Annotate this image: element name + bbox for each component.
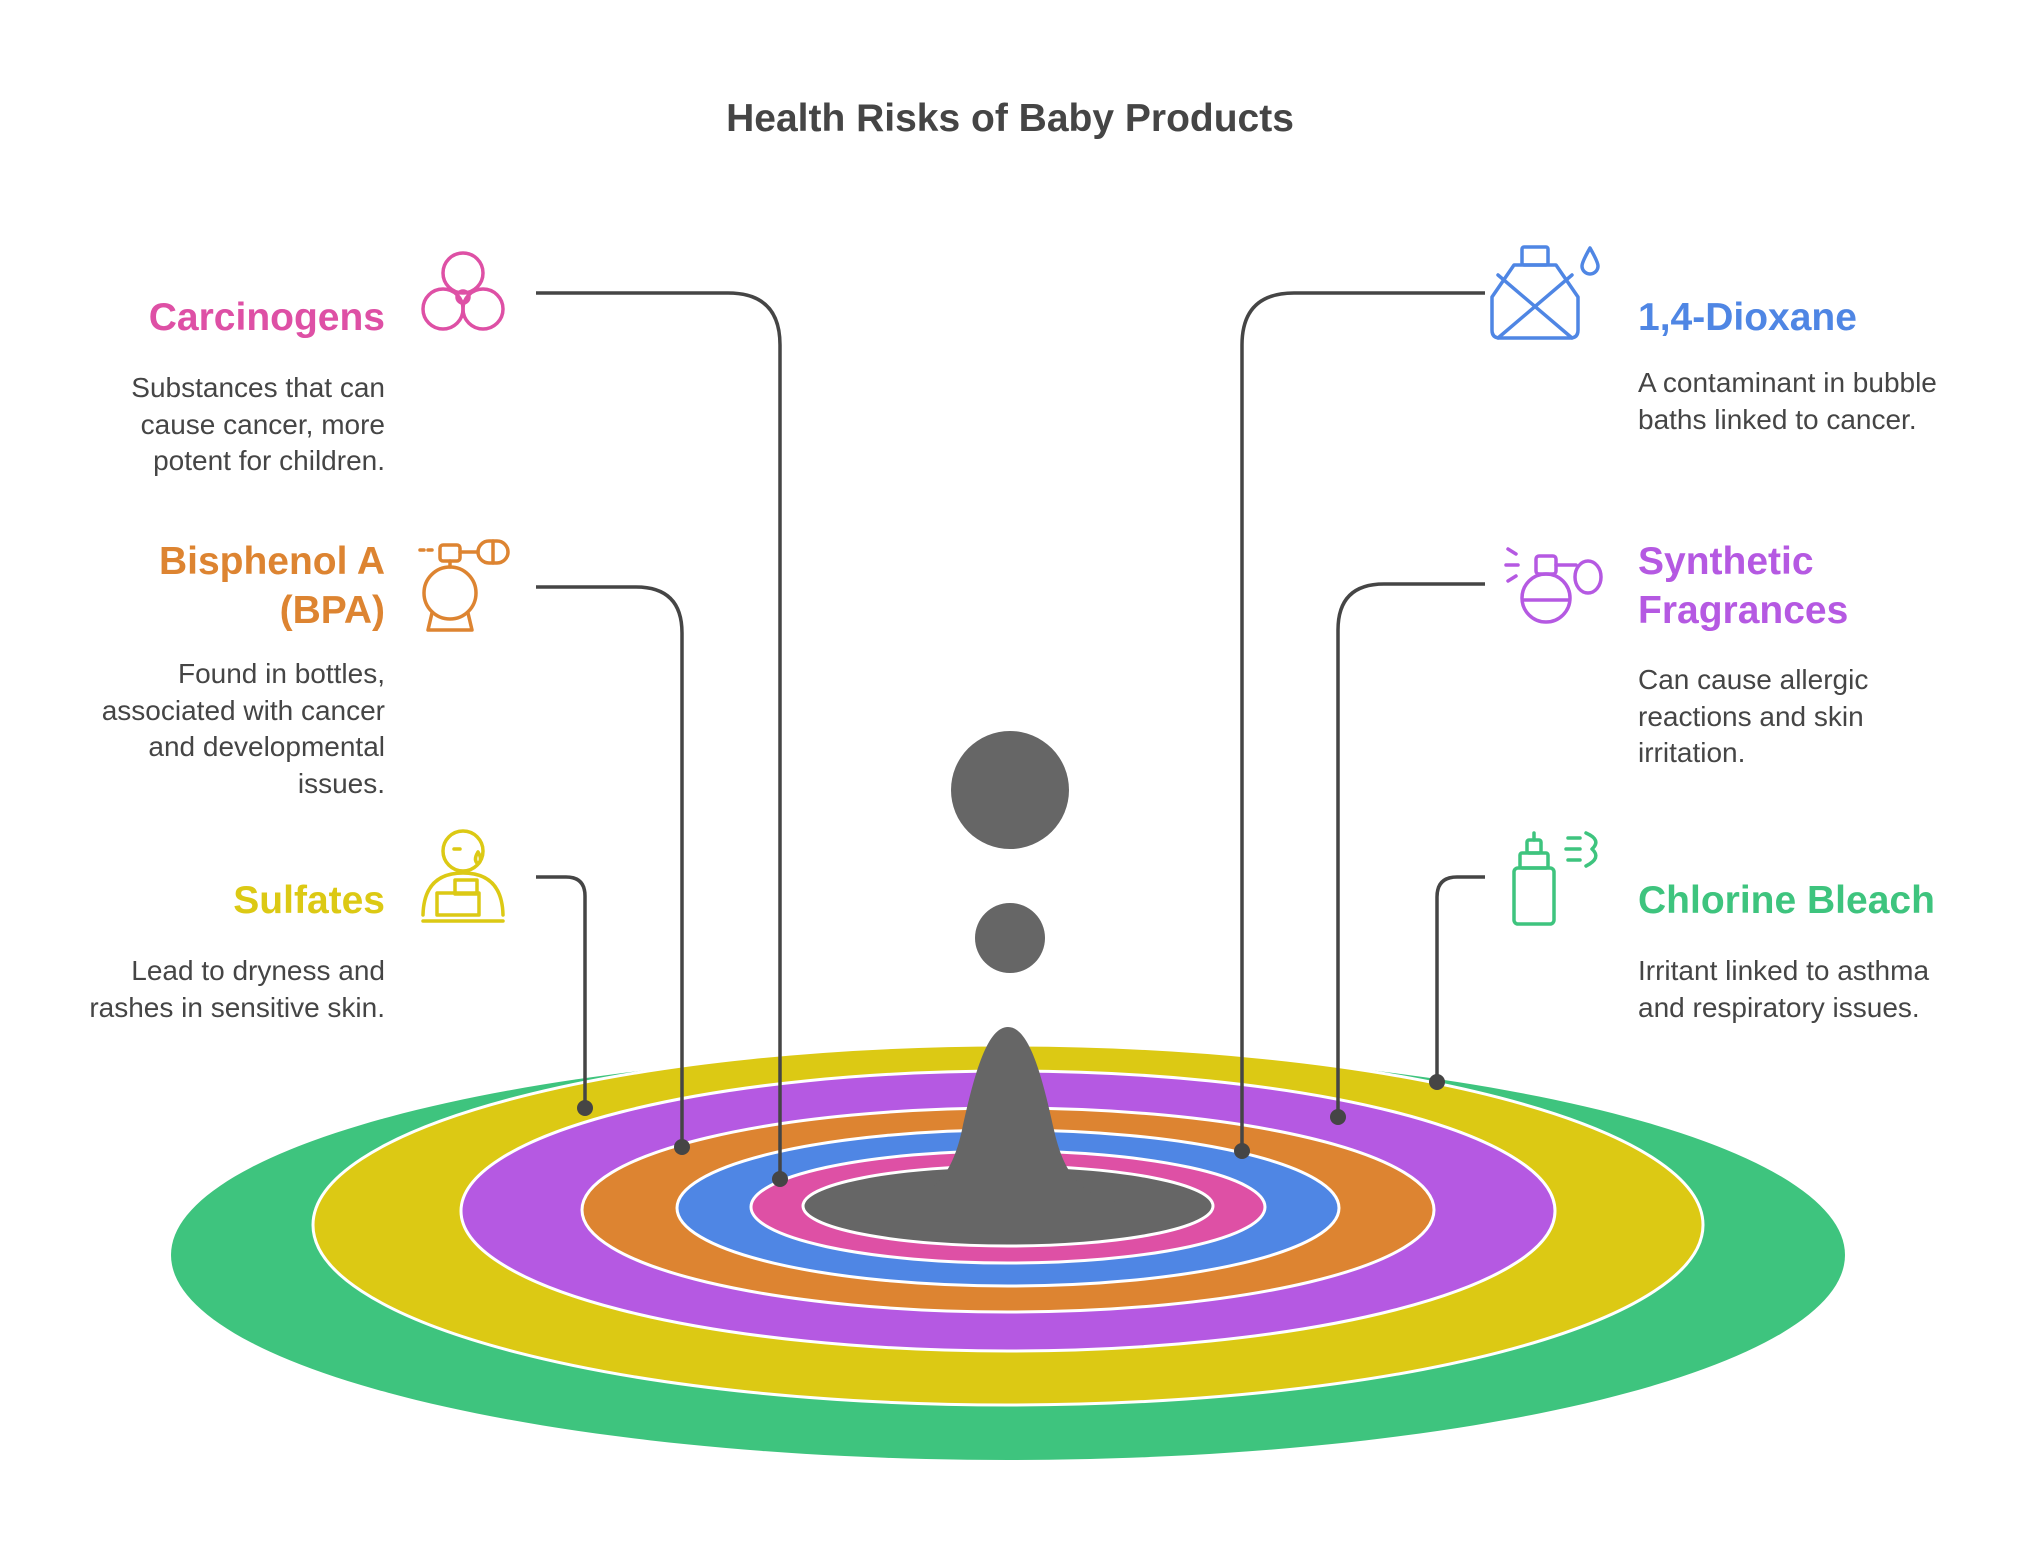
connector-dot-carcinogens <box>772 1171 788 1187</box>
droplet-small <box>975 903 1045 973</box>
connector-bleach <box>1435 875 1485 1082</box>
connector-dot-fragrances <box>1330 1109 1346 1125</box>
fragrances-description: Can cause allergic reactions and skin ir… <box>1638 664 1869 768</box>
droplet-large <box>951 731 1069 849</box>
contaminated-bottle-icon <box>1490 245 1600 340</box>
perfume-pill-icon <box>418 539 510 632</box>
bleach-description: Irritant linked to asthma and respirator… <box>1638 955 1930 1023</box>
fragrances-heading: Synthetic Fragrances <box>1638 540 1849 632</box>
dioxane-heading: 1,4-Dioxane <box>1638 296 1857 339</box>
spray-bottle-icon <box>1512 831 1598 926</box>
connector-carcinogens <box>536 291 782 1178</box>
biohazard-icon <box>421 251 505 331</box>
perfume-spray-icon <box>1504 547 1603 624</box>
connector-dioxane <box>1240 291 1485 1150</box>
connector-sulfates <box>536 875 587 1108</box>
connector-dot-bpa <box>674 1139 690 1155</box>
carcinogens-heading: Carcinogens <box>148 296 385 339</box>
bpa-heading: Bisphenol A (BPA) <box>158 540 385 632</box>
connector-dot-dioxane <box>1234 1143 1250 1159</box>
sulfates-description: Lead to dryness and rashes in sensitive … <box>89 955 385 1023</box>
bleach-heading: Chlorine Bleach <box>1638 879 1935 922</box>
connector-dot-sulfates <box>577 1100 593 1116</box>
dioxane-description: A contaminant in bubble baths linked to … <box>1638 367 1937 435</box>
diagram-title: Health Risks of Baby Products <box>726 97 1294 140</box>
crying-child-icon <box>421 829 505 923</box>
sulfates-heading: Sulfates <box>233 879 385 922</box>
connector-fragrances <box>1336 582 1485 1117</box>
connector-dot-bleach <box>1429 1074 1445 1090</box>
bpa-description: Found in bottles, associated with cancer… <box>101 658 385 799</box>
carcinogens-description: Substances that can cause cancer, more p… <box>131 372 385 476</box>
connector-bpa <box>536 585 684 1146</box>
splash-column <box>885 1027 1131 1204</box>
